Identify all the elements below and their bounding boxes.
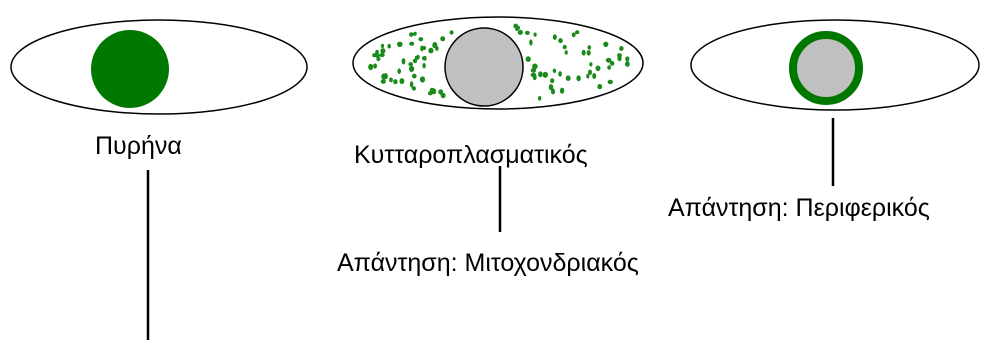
label-cytoplasmic: Κυτταροπλασματικός — [354, 141, 588, 169]
speckle-dot — [372, 53, 376, 57]
speckle-dot — [531, 73, 537, 77]
speckle-dot — [563, 45, 567, 49]
speckle-dot — [543, 72, 548, 78]
nucleus-gray — [445, 28, 523, 106]
speckle-dot — [380, 48, 385, 54]
speckle-dot — [409, 66, 414, 72]
speckle-dot — [587, 50, 591, 56]
speckle-dot — [619, 46, 623, 51]
speckle-dot — [415, 56, 418, 60]
speckle-dot — [422, 63, 425, 69]
speckle-dot — [534, 33, 537, 37]
speckle-dot — [431, 88, 436, 94]
speckle-dot — [413, 32, 416, 36]
speckle-dot — [408, 62, 413, 66]
speckle-dot — [422, 56, 426, 60]
speckle-dot — [597, 84, 602, 89]
speckle-dot — [560, 88, 564, 94]
speckle-dot — [373, 63, 377, 68]
speckle-dot — [572, 32, 576, 37]
speckle-dot — [525, 31, 530, 35]
answer-mitochondrial: Απάντηση: Μιτοχονδριακός — [337, 249, 639, 277]
speckle-dot — [588, 70, 592, 76]
speckle-dot — [625, 56, 629, 61]
speckle-dot — [589, 62, 592, 66]
speckle-dot — [418, 37, 423, 41]
speckle-dot — [603, 42, 608, 47]
speckle-dot — [402, 58, 406, 64]
speckle-dot — [397, 42, 403, 47]
speckle-dot — [393, 79, 397, 84]
speckle-dot — [625, 61, 630, 67]
speckle-dot — [553, 34, 557, 40]
speckle-dot — [389, 78, 393, 83]
speckle-dot — [409, 42, 414, 46]
speckle-dot — [592, 73, 596, 79]
speckle-dot — [566, 75, 571, 81]
speckle-dot — [412, 74, 417, 79]
speckle-dot — [410, 81, 413, 87]
speckle-dot — [409, 32, 414, 37]
speckle-dot — [606, 58, 612, 63]
speckle-dot — [550, 78, 554, 83]
speckle-dot — [529, 39, 532, 45]
speckle-dot — [513, 24, 518, 29]
speckle-dot — [432, 42, 437, 48]
speckle-dot — [518, 30, 523, 35]
speckle-dot — [532, 64, 538, 70]
speckle-dot — [388, 44, 391, 49]
speckle-dot — [576, 75, 580, 81]
speckle-dot — [381, 44, 384, 48]
speckle-dot — [565, 50, 568, 54]
speckle-dot — [368, 64, 373, 70]
speckle-dot — [588, 45, 592, 49]
speckle-dot — [558, 71, 562, 77]
speckle-dot — [422, 46, 426, 50]
panel-peripheral: Απάντηση: Περιφερικός — [668, 20, 979, 222]
speckle-dot — [400, 78, 405, 84]
speckle-dot — [553, 69, 556, 73]
answer-peripheral: Απάντηση: Περιφερικός — [668, 194, 930, 222]
speckle-dot — [428, 48, 433, 54]
speckle-dot — [596, 66, 601, 72]
label-nuclear: Πυρήνα — [95, 132, 182, 160]
speckle-dot — [558, 38, 563, 43]
speckle-dot — [582, 50, 586, 56]
speckle-dot — [526, 56, 531, 62]
speckle-dot — [538, 71, 543, 77]
speckle-dot — [381, 79, 386, 84]
speckle-dot — [575, 30, 579, 34]
speckle-dot — [450, 30, 454, 34]
speckle-dot — [617, 53, 622, 58]
speckle-dot — [397, 68, 401, 74]
panel-nuclear: Πυρήνα — [11, 20, 307, 340]
panel-cytoplasmic: Κυτταροπλασματικός Απάντηση: Μιτοχονδρια… — [337, 17, 643, 277]
speckle-dot — [441, 93, 446, 98]
speckle-dot — [607, 65, 611, 70]
nucleus-peripheral-ring — [793, 35, 859, 101]
speckle-dot — [538, 96, 541, 101]
speckle-dot — [420, 76, 425, 82]
speckle-dot — [608, 80, 613, 84]
speckle-dot — [384, 73, 388, 79]
nucleus-solid-green — [91, 30, 169, 108]
speckle-dot — [549, 84, 554, 90]
speckle-dot — [440, 36, 445, 41]
